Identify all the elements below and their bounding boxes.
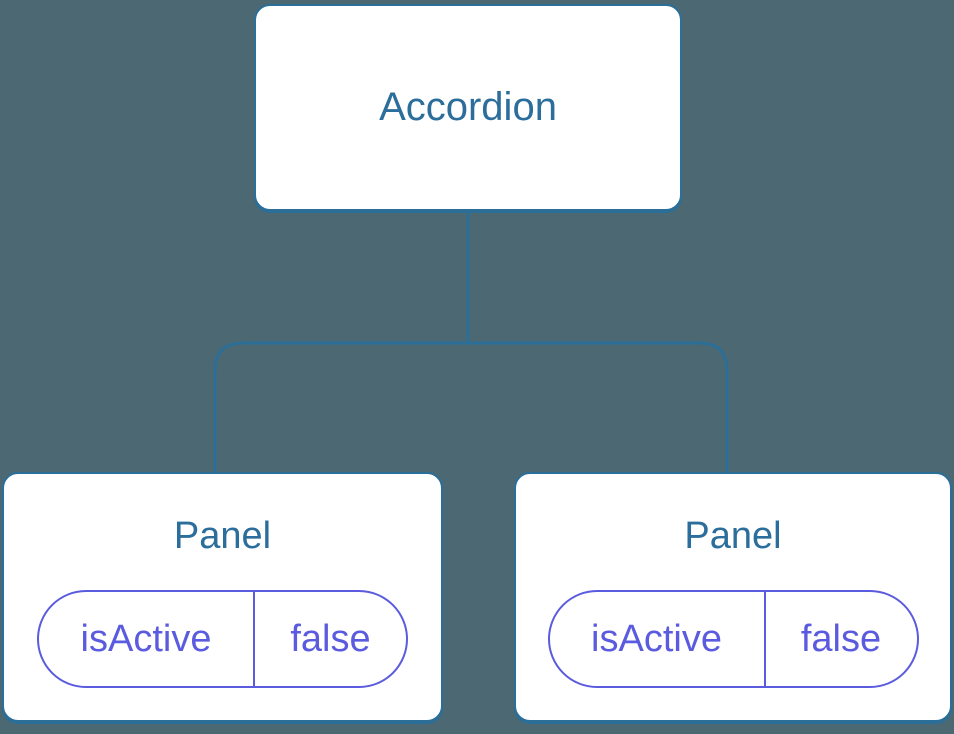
prop-name: isActive <box>550 592 766 686</box>
prop-pill: isActive false <box>547 590 919 688</box>
panel-node-label: Panel <box>684 515 782 557</box>
prop-name: isActive <box>39 592 255 686</box>
prop-pill: isActive false <box>37 590 408 688</box>
panel-node-left: Panel isActive false <box>2 472 443 722</box>
panel-node-right: Panel isActive false <box>514 472 952 722</box>
prop-value: false <box>800 617 882 660</box>
connector-branch <box>213 341 729 476</box>
accordion-node: Accordion <box>254 4 682 211</box>
prop-value: false <box>290 617 371 660</box>
accordion-node-label: Accordion <box>379 85 557 129</box>
panel-node-label: Panel <box>173 515 272 557</box>
